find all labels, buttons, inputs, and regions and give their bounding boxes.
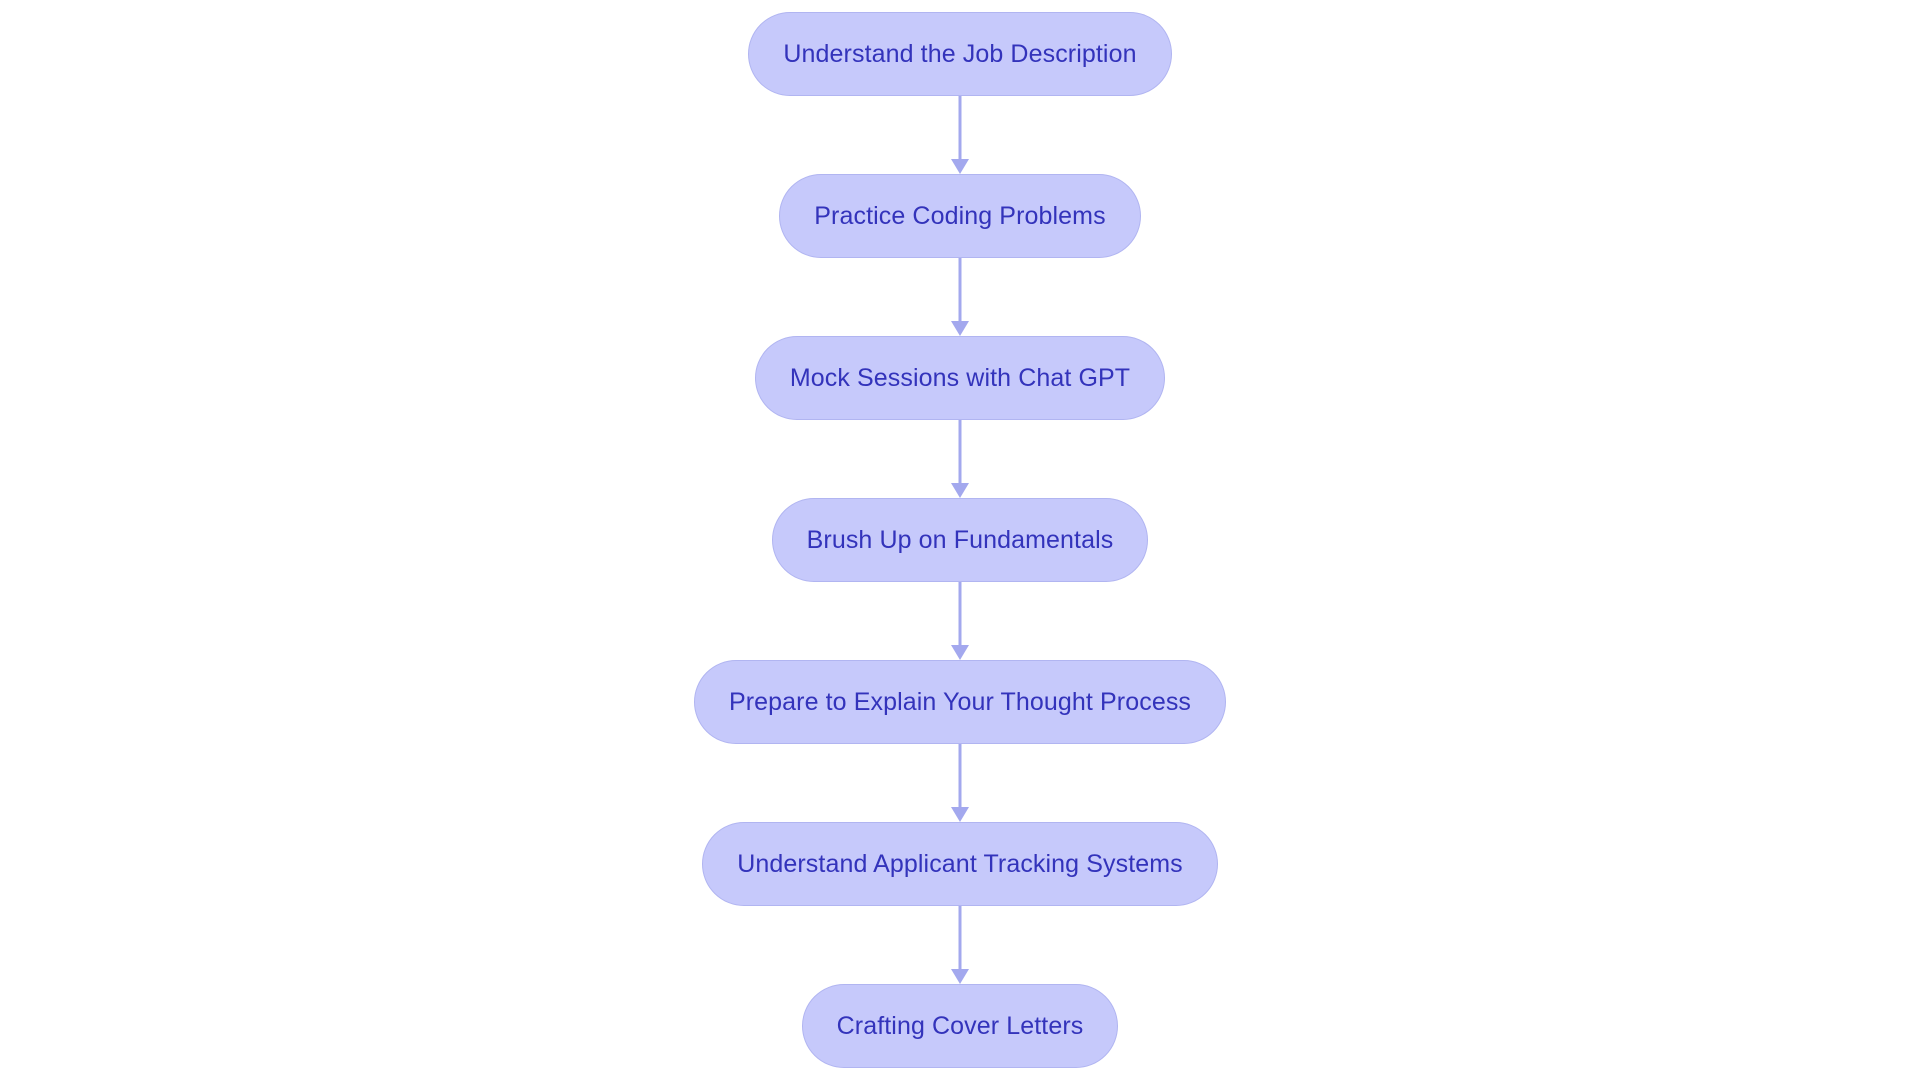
flow-edge-n6-n7: [950, 906, 970, 984]
arrow-down-icon: [951, 969, 969, 984]
flow-edge-n1-n2: [950, 96, 970, 174]
arrow-down-icon: [951, 645, 969, 660]
edge-line: [958, 420, 962, 484]
flow-node-crafting-cover-letters[interactable]: Crafting Cover Letters: [801, 984, 1119, 1068]
flow-node-prepare-to-explain-your-thought-process[interactable]: Prepare to Explain Your Thought Process: [693, 660, 1227, 744]
flow-node-label: Understand the Job Description: [783, 39, 1137, 68]
flow-node-mock-sessions-with-chat-gpt[interactable]: Mock Sessions with Chat GPT: [754, 336, 1166, 420]
flow-node-label: Brush Up on Fundamentals: [806, 525, 1114, 554]
flow-node-label: Prepare to Explain Your Thought Process: [728, 687, 1192, 716]
arrow-down-icon: [951, 159, 969, 174]
edge-line: [958, 258, 962, 322]
flow-node-label: Mock Sessions with Chat GPT: [789, 363, 1131, 392]
edge-line: [958, 906, 962, 970]
edge-line: [958, 96, 962, 160]
flow-node-brush-up-on-fundamentals[interactable]: Brush Up on Fundamentals: [771, 498, 1149, 582]
flow-node-practice-coding-problems[interactable]: Practice Coding Problems: [779, 174, 1141, 258]
flow-edge-n4-n5: [950, 582, 970, 660]
flow-node-understand-applicant-tracking-systems[interactable]: Understand Applicant Tracking Systems: [702, 822, 1218, 906]
edge-line: [958, 744, 962, 808]
flow-node-label: Crafting Cover Letters: [836, 1011, 1084, 1040]
flow-edge-n2-n3: [950, 258, 970, 336]
arrow-down-icon: [951, 321, 969, 336]
flow-node-label: Understand Applicant Tracking Systems: [737, 849, 1183, 878]
edge-line: [958, 582, 962, 646]
flow-edge-n3-n4: [950, 420, 970, 498]
flow-node-label: Practice Coding Problems: [814, 201, 1106, 230]
arrow-down-icon: [951, 807, 969, 822]
flow-node-understand-the-job-description[interactable]: Understand the Job Description: [748, 12, 1172, 96]
flow-edge-n5-n6: [950, 744, 970, 822]
arrow-down-icon: [951, 483, 969, 498]
